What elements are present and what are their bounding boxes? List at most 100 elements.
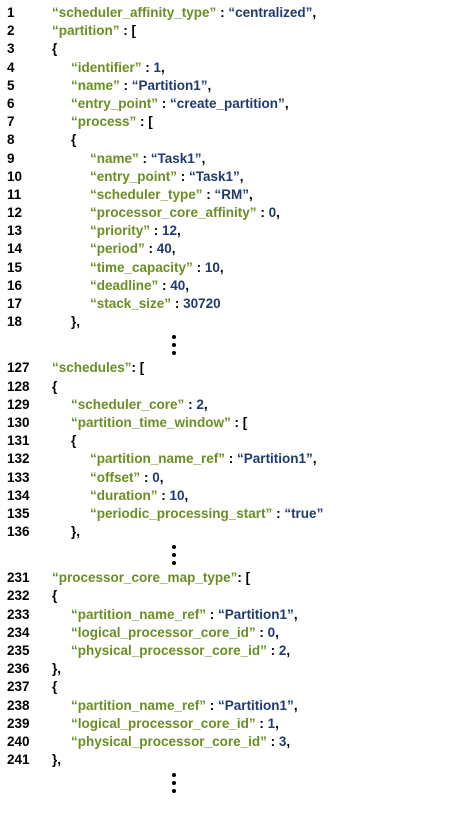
code-text: “identifier” : 1,	[71, 59, 165, 77]
json-punctuation: :	[206, 606, 219, 622]
code-line: 9 “name” : “Task1”,	[0, 150, 474, 168]
code-text: “scheduler_core” : 2,	[71, 396, 208, 414]
code-line: 239 “logical_processor_core_id” : 1,	[0, 715, 474, 733]
json-punctuation: :	[177, 168, 190, 184]
code-line: 134“duration” : 10,	[0, 487, 474, 505]
code-line: 128{	[0, 378, 474, 396]
json-number-value: 40	[170, 277, 186, 293]
json-number-value: 1	[267, 715, 276, 731]
line-number: 241	[7, 752, 30, 768]
line-number: 134	[7, 487, 30, 503]
json-key: “scheduler_affinity_type”	[52, 5, 217, 20]
line-number: 12	[7, 205, 23, 221]
json-punctuation: ,	[293, 606, 298, 622]
json-key: “name”	[90, 150, 139, 166]
line-number: 239	[7, 715, 30, 731]
line-number: 9	[7, 150, 15, 166]
json-punctuation: },	[52, 661, 62, 677]
json-string-value: “Partition1”	[237, 451, 313, 467]
json-key: “processor_core_affinity”	[90, 205, 257, 221]
json-punctuation: ,	[161, 59, 165, 75]
ellipsis-dot	[172, 351, 176, 356]
json-punctuation: ,	[286, 733, 291, 749]
code-line: 133“offset” : 0,	[0, 469, 474, 487]
json-punctuation: :	[206, 697, 219, 713]
json-number-value: 0	[268, 205, 277, 221]
json-punctuation: ,	[276, 205, 280, 221]
json-number-value: 3	[278, 733, 287, 749]
code-line: 1“scheduler_affinity_type” : “centralize…	[0, 4, 474, 22]
code-line: 2“partition” : [	[0, 22, 474, 40]
json-punctuation: :	[138, 150, 151, 166]
ellipsis-dot	[172, 561, 176, 566]
code-text: “name” : “Partition1”,	[71, 77, 211, 95]
line-number: 4	[7, 59, 15, 75]
json-key: “partition_name_ref”	[90, 451, 226, 467]
json-punctuation: ,	[219, 259, 224, 275]
json-punctuation: :	[158, 277, 171, 293]
line-number: 236	[7, 661, 30, 677]
json-punctuation: :	[272, 505, 285, 521]
code-text: “periodic_processing_start” : “true”	[90, 505, 323, 523]
code-text: },	[52, 751, 61, 769]
code-line: 131{	[0, 432, 474, 450]
json-punctuation: : [	[230, 414, 248, 430]
code-text: “priority” : 12,	[90, 222, 181, 240]
code-text: “processor_core_affinity” : 0,	[90, 204, 280, 222]
line-number: 14	[7, 241, 23, 257]
json-punctuation: ,	[312, 5, 317, 20]
json-key: “offset”	[90, 469, 141, 485]
json-punctuation: {	[52, 588, 58, 604]
json-key: “name”	[71, 77, 120, 93]
json-punctuation: ,	[284, 95, 289, 111]
code-line: 136},	[0, 523, 474, 541]
line-number: 13	[7, 223, 23, 239]
code-line: 15“time_capacity” : 10,	[0, 259, 474, 277]
json-punctuation: :	[256, 205, 269, 221]
vertical-ellipsis-icon	[170, 542, 178, 568]
vertical-ellipsis	[0, 541, 474, 569]
line-number: 240	[7, 733, 30, 749]
json-key: “scheduler_core”	[71, 396, 185, 412]
ellipsis-dot	[172, 545, 176, 550]
json-key: “stack_size”	[90, 296, 172, 311]
line-number: 1	[7, 5, 15, 20]
json-punctuation: : [	[237, 570, 251, 586]
ellipsis-dot	[172, 773, 176, 778]
line-number: 2	[7, 23, 15, 39]
json-key: “process”	[71, 114, 137, 130]
code-line: 132“partition_name_ref” : “Partition1”,	[0, 450, 474, 468]
json-punctuation: :	[141, 59, 154, 75]
json-punctuation: ,	[203, 396, 208, 412]
line-number: 16	[7, 277, 23, 293]
code-line: 12 “processor_core_affinity” : 0,	[0, 204, 474, 222]
code-line: 235“physical_processor_core_id” : 2,	[0, 642, 474, 660]
line-number: 11	[7, 186, 22, 202]
code-text: “partition_time_window” : [	[71, 414, 247, 432]
json-punctuation: :	[255, 715, 268, 731]
json-punctuation: : [	[119, 23, 136, 39]
json-punctuation: ,	[275, 624, 279, 640]
line-number: 18	[7, 314, 23, 330]
code-text: “process” : [	[71, 113, 153, 131]
code-text: “entry_point” : “create_partition”,	[71, 95, 289, 113]
ellipsis-dot	[172, 781, 176, 786]
code-text: “time_capacity” : 10,	[90, 259, 224, 277]
line-number: 133	[7, 469, 30, 485]
json-punctuation: :	[150, 223, 163, 239]
code-text: “logical_processor_core_id” : 1,	[71, 715, 279, 733]
line-number: 231	[7, 570, 30, 586]
json-punctuation: {	[52, 679, 58, 695]
code-line: 236},	[0, 660, 474, 678]
json-number-value: 1	[153, 59, 162, 75]
code-text: “name” : “Task1”,	[90, 150, 205, 168]
line-number: 136	[7, 524, 30, 540]
line-number: 233	[7, 606, 30, 622]
json-key: “duration”	[90, 487, 158, 503]
json-string-value: “create_partition”	[170, 95, 285, 111]
json-string-value: “Partition1”	[218, 606, 294, 622]
vertical-ellipsis	[0, 331, 474, 359]
code-text: {	[52, 378, 57, 396]
code-line: 11“scheduler_type” : “RM”,	[0, 186, 474, 204]
json-number-value: 40	[156, 241, 172, 257]
